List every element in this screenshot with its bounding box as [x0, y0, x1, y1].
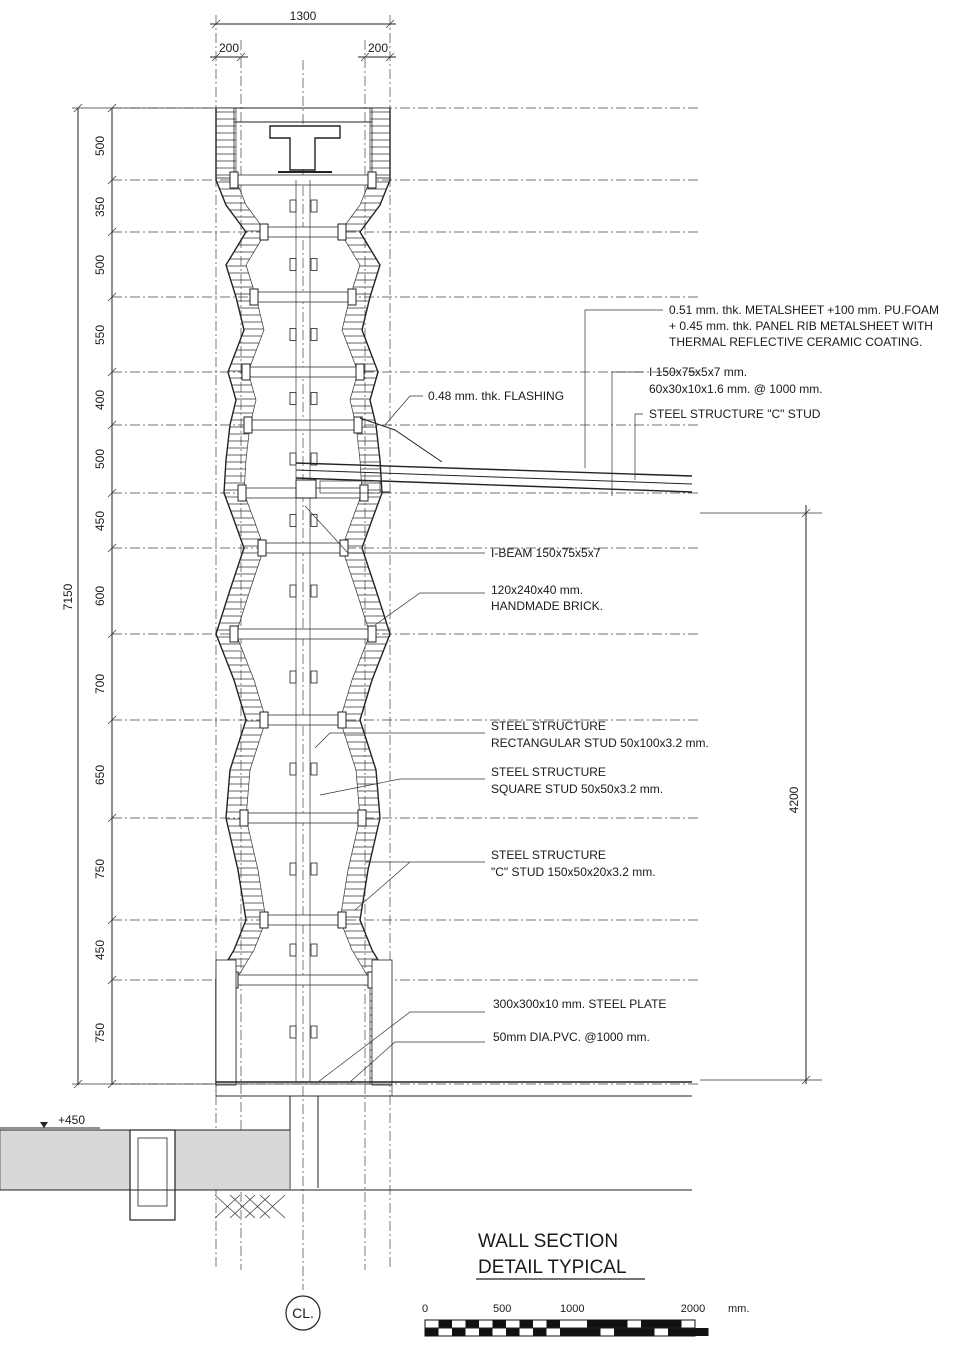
right-dimension: 4200 — [700, 505, 822, 1085]
level-label: +450 — [58, 1113, 85, 1127]
scale-unit: mm. — [728, 1303, 749, 1315]
dim-seg: 350 — [93, 197, 107, 217]
scale-tick-2000: 2000 — [681, 1303, 705, 1315]
dim-top-left: 200 — [219, 41, 239, 55]
dim-right-total: 4200 — [787, 786, 801, 813]
scale-tick-1000: 1000 — [560, 1303, 584, 1315]
roof-sheet-label-2: + 0.45 mm. thk. PANEL RIB METALSHEET WIT… — [669, 319, 933, 333]
title-line-1: WALL SECTION — [478, 1231, 618, 1252]
drawing-title: WALL SECTION DETAIL TYPICAL — [476, 1231, 645, 1280]
scale-bar: 0 500 1000 2000 mm. — [422, 1303, 749, 1337]
ibeam-label: I-BEAM 150x75x5x7 — [491, 546, 601, 560]
c-stud-label-1: STEEL STRUCTURE — [491, 848, 606, 862]
centerline-label: CL. — [292, 1305, 314, 1321]
c-stud-label-2: "C" STUD 150x50x20x3.2 mm. — [491, 865, 656, 879]
dim-top-right: 200 — [368, 41, 388, 55]
annotations: 0.51 mm. thk. METALSHEET +100 mm. PU.FOA… — [428, 303, 939, 1044]
brick-label-1: 120x240x40 mm. — [491, 583, 583, 597]
sq-stud-label-2: SQUARE STUD 50x50x3.2 mm. — [491, 782, 663, 796]
brick-wall — [215, 107, 393, 1086]
dim-seg: 450 — [93, 940, 107, 960]
leader-lines — [304, 309, 663, 1083]
left-dimensions: 7150 500 350 500 550 400 500 450 600 700… — [61, 103, 216, 1089]
foundation: +450 — [0, 1081, 692, 1221]
pvc-label: 50mm DIA.PVC. @1000 mm. — [493, 1030, 650, 1044]
dim-seg: 500 — [93, 255, 107, 275]
dim-seg: 550 — [93, 325, 107, 345]
dim-seg: 500 — [93, 136, 107, 156]
dim-seg: 500 — [93, 449, 107, 469]
rect-stud-label-2: RECTANGULAR STUD 50x100x3.2 mm. — [491, 736, 709, 750]
ibeam-spec-label-1: I 150x75x5x7 mm. — [649, 365, 747, 379]
construction-lines — [112, 15, 700, 1290]
centerline-marker: CL. — [285, 1295, 321, 1331]
flashing-label: 0.48 mm. thk. FLASHING — [428, 389, 564, 403]
c-stud-roof-label: STEEL STRUCTURE "C" STUD — [649, 407, 821, 421]
dim-seg: 750 — [93, 1023, 107, 1043]
title-line-2: DETAIL TYPICAL — [478, 1257, 627, 1278]
rect-stud-label-1: STEEL STRUCTURE — [491, 719, 606, 733]
sq-stud-label-1: STEEL STRUCTURE — [491, 765, 606, 779]
ibeam-spec-label-2: 60x30x10x1.6 mm. @ 1000 mm. — [649, 382, 823, 396]
dim-seg: 400 — [93, 390, 107, 410]
brick-label-2: HANDMADE BRICK. — [491, 599, 603, 613]
dim-seg: 600 — [93, 586, 107, 606]
dim-top-total: 1300 — [290, 9, 317, 23]
dim-seg: 700 — [93, 674, 107, 694]
dim-seg: 450 — [93, 511, 107, 531]
scale-tick-500: 500 — [493, 1303, 511, 1315]
steel-plate-label: 300x300x10 mm. STEEL PLATE — [493, 997, 666, 1011]
roof-panel — [295, 417, 693, 499]
top-dimensions: 1300 200 200 — [210, 9, 396, 62]
scale-tick-0: 0 — [422, 1303, 428, 1315]
dim-seg: 750 — [93, 859, 107, 879]
dim-left-total: 7150 — [61, 583, 75, 610]
dim-seg: 650 — [93, 765, 107, 785]
roof-sheet-label-3: THERMAL REFLECTIVE CERAMIC COATING. — [669, 335, 922, 349]
roof-sheet-label-1: 0.51 mm. thk. METALSHEET +100 mm. PU.FOA… — [669, 303, 939, 317]
